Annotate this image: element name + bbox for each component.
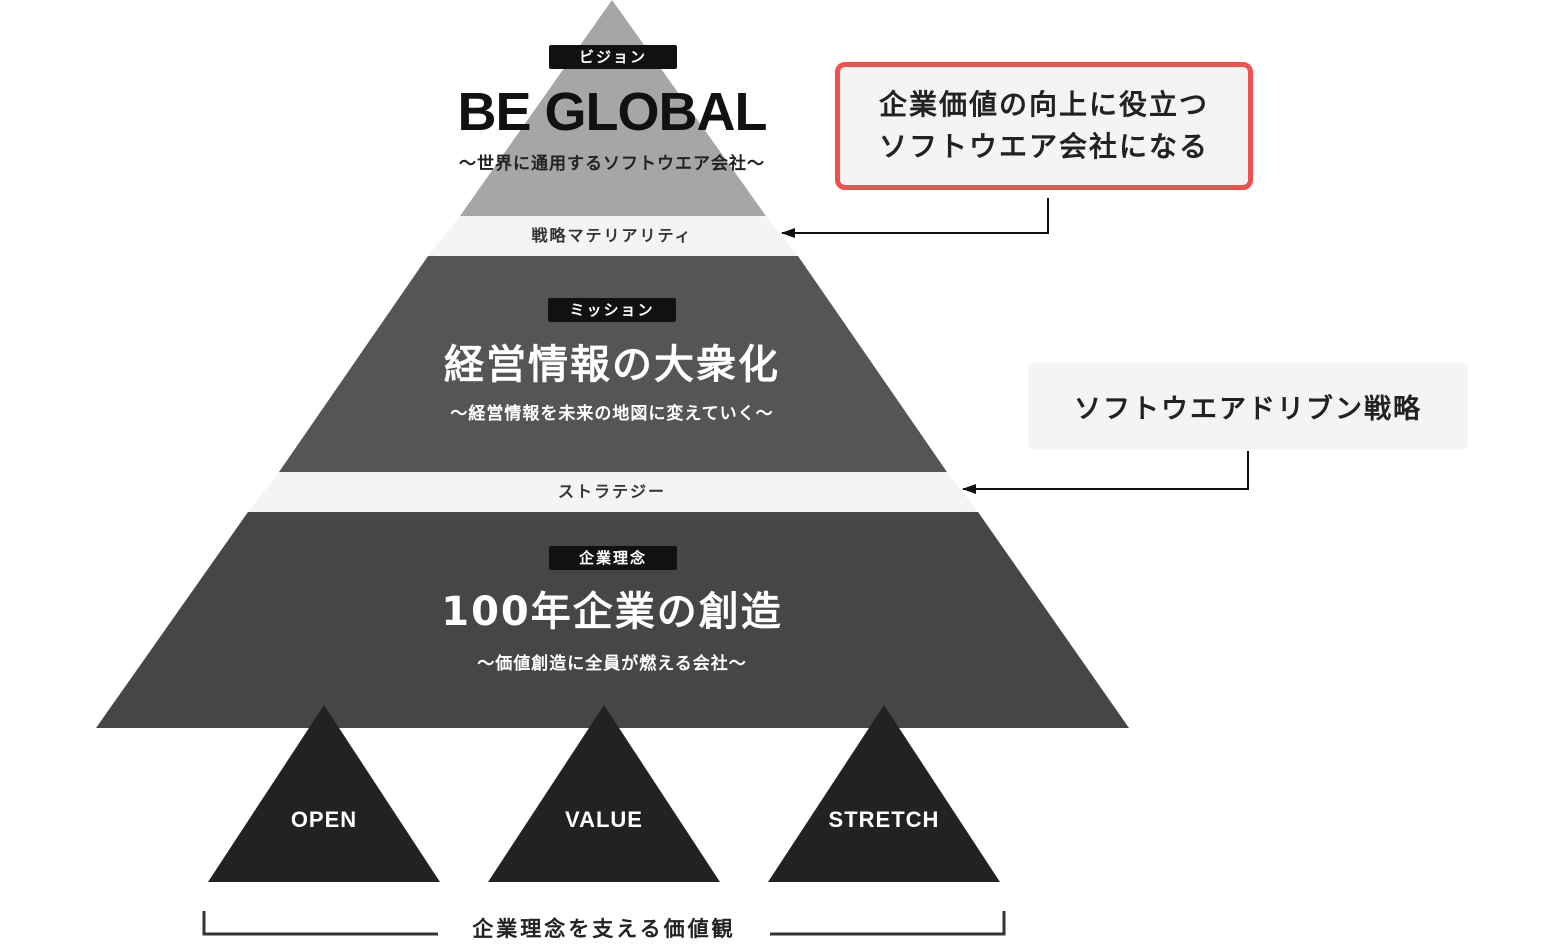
philosophy-title: 100年企業の創造 [441,589,783,635]
value-label-stretch: STRETCH [828,807,940,832]
vision-title: BE GLOBAL [457,82,768,142]
connector-arrow-middle [962,451,1249,494]
values-caption: 企業理念を支える価値観 [472,917,736,941]
callout-software-driven-text: ソフトウエアドリブン戦略 [1074,393,1422,425]
vision-tier [460,0,766,216]
value-triangle-stretch [768,705,1000,882]
connector-arrow-top [781,198,1049,238]
value-triangle-value [488,705,720,882]
vision-tag: ビジョン [549,45,677,69]
mission-title: 経営情報の大衆化 [444,342,780,388]
callout-corporate-value-text: 企業価値の向上に役立つ ソフトウエア会社になる [878,88,1209,163]
mission-tag: ミッション [548,298,676,322]
materiality-band [428,216,798,256]
strategy-band [248,472,978,512]
bracket-left [202,911,438,936]
strategy-label: ストラテジー [557,482,666,501]
value-triangle-open [208,705,440,882]
callout-software-driven: ソフトウエアドリブン戦略 [1028,363,1468,449]
vision-subtitle: ～世界に通用するソフトウエア会社～ [459,154,765,174]
value-label-open: OPEN [290,807,358,832]
materiality-label: 戦略マテリアリティ [531,226,693,245]
bracket-right [770,911,1006,936]
mission-subtitle: ～経営情報を未来の地図に変えていく～ [450,404,774,424]
philosophy-tier [96,512,1129,728]
philosophy-tag: 企業理念 [549,546,677,570]
mission-tier [279,256,947,472]
value-label-value: VALUE [565,807,643,832]
philosophy-subtitle: ～価値創造に全員が燃える会社～ [477,654,747,674]
callout-corporate-value: 企業価値の向上に役立つ ソフトウエア会社になる [835,62,1253,190]
